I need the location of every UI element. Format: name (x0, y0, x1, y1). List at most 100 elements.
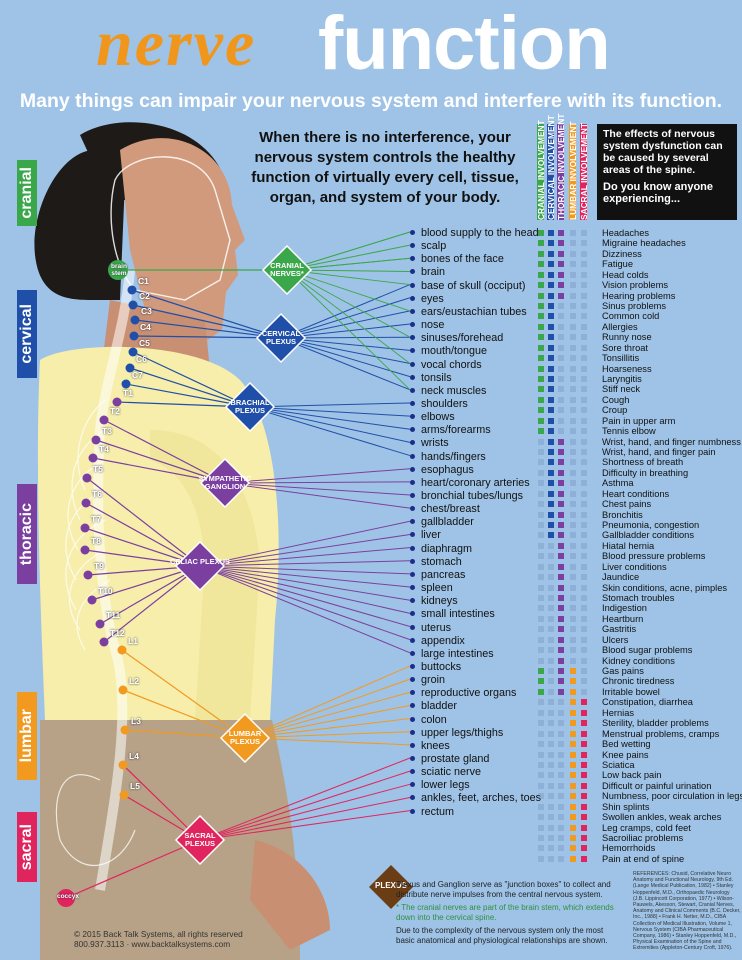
involvement-cell (581, 845, 587, 852)
organ-node (410, 795, 415, 801)
involvement-cell (548, 511, 554, 518)
involvement-cell (570, 626, 576, 633)
vertebra-label: L4 (129, 751, 139, 761)
organ-link (244, 737, 411, 746)
vertebra-node (128, 300, 138, 310)
involvement-cell (558, 688, 564, 695)
involvement-cell (548, 449, 554, 456)
condition-label: Jaundice (602, 572, 640, 583)
involvement-cell (581, 532, 587, 539)
condition-label: Low back pain (602, 770, 662, 781)
involvement-cell (548, 636, 554, 643)
involvement-cell (538, 636, 544, 643)
involvement-cell (558, 522, 564, 529)
organ-link (286, 269, 411, 312)
condition-label: Croup (602, 405, 628, 416)
vertebra-node (121, 379, 131, 389)
vertebra-node (118, 685, 128, 695)
vertebra-node (83, 570, 93, 580)
vertebra-link (103, 419, 226, 484)
organ-label: sinuses/forehead (421, 332, 504, 345)
involvement-cell (538, 741, 544, 748)
involvement-cell (558, 647, 564, 654)
involvement-cell (570, 449, 576, 456)
condition-label: Dizziness (602, 248, 642, 259)
involvement-cell (581, 282, 587, 289)
organ-link (224, 481, 411, 484)
involvement-cell (570, 668, 576, 675)
organ-link (280, 337, 411, 391)
involvement-cell (570, 438, 576, 445)
organ-node (410, 769, 415, 775)
involvement-cell (548, 376, 554, 383)
involvement-cell (558, 814, 564, 821)
organ-node (410, 624, 415, 630)
involvement-cell (548, 553, 554, 560)
involvement-cell (581, 250, 587, 257)
plexus-label: CERVICAL PLEXUS (261, 329, 301, 346)
condition-label: Laryngitis (602, 374, 642, 385)
organ-label: esophagus (421, 463, 474, 476)
organ-node (410, 374, 415, 380)
region-label-thoracic: thoracic (17, 484, 37, 584)
involvement-cell (581, 793, 587, 800)
organ-label: reproductive organs (421, 687, 517, 700)
organ-link (224, 468, 411, 484)
involvement-cell (570, 824, 576, 831)
involvement-cell (570, 741, 576, 748)
organ-node (410, 637, 415, 643)
involvement-cell (558, 417, 564, 424)
condition-label: Chronic tiredness (602, 676, 675, 687)
involvement-cell (570, 772, 576, 779)
organ-node (410, 387, 415, 393)
organ-node (410, 716, 415, 722)
involvement-cell (581, 668, 587, 675)
condition-label: Irritable bowel (602, 686, 660, 697)
condition-label: Tonsillitis (602, 353, 640, 364)
involvement-cell (548, 699, 554, 706)
involvement-cell (581, 595, 587, 602)
involvement-cell (538, 772, 544, 779)
vertebra-node (112, 397, 122, 407)
involvement-cell (570, 511, 576, 518)
condition-label: Hearing problems (602, 290, 676, 301)
region-label-lumbar: lumbar (17, 692, 37, 780)
organ-label: gallbladder (421, 516, 474, 529)
involvement-cell (558, 303, 564, 309)
condition-label: Hiatal hernia (602, 540, 655, 551)
vertebra-label: T7 (91, 514, 101, 524)
vertebra-label: T12 (110, 628, 125, 638)
involvement-cell (558, 668, 564, 675)
condition-label: Asthma (602, 478, 634, 489)
organ-label: nose (421, 319, 445, 332)
involvement-cell (548, 480, 554, 487)
involvement-cell (570, 720, 576, 727)
involvement-cell (581, 751, 587, 758)
involvement-cell (558, 699, 564, 706)
involvement-cell (581, 522, 587, 529)
organ-node (410, 493, 415, 498)
vertebra-node (125, 363, 135, 373)
involvement-cell (558, 490, 564, 497)
condition-label: Shin splints (602, 801, 650, 812)
condition-label: Pain at end of spine (602, 853, 685, 864)
references: REFERENCES: Chusid, Correlative Neuro An… (633, 871, 741, 952)
involvement-cell (548, 626, 554, 633)
involvement-cell (570, 636, 576, 643)
involvement-cell (548, 574, 554, 581)
involvement-cell (548, 688, 554, 695)
involvement-cell (570, 678, 576, 685)
condition-label: Cough (602, 394, 630, 405)
involvement-cell (538, 855, 544, 862)
involvement-cell (548, 730, 554, 737)
involvement-cell (581, 396, 587, 403)
subtitle: Many things can impair your nervous syst… (19, 90, 723, 112)
vertebra-link (85, 502, 201, 567)
involvement-cell (548, 438, 554, 445)
involvement-cell (570, 271, 576, 278)
vertebra-link (65, 839, 201, 899)
involvement-cell (558, 511, 564, 518)
involvement-cell (581, 261, 587, 268)
condition-label: Sinus problems (602, 301, 667, 311)
involvement-cell (581, 688, 587, 695)
